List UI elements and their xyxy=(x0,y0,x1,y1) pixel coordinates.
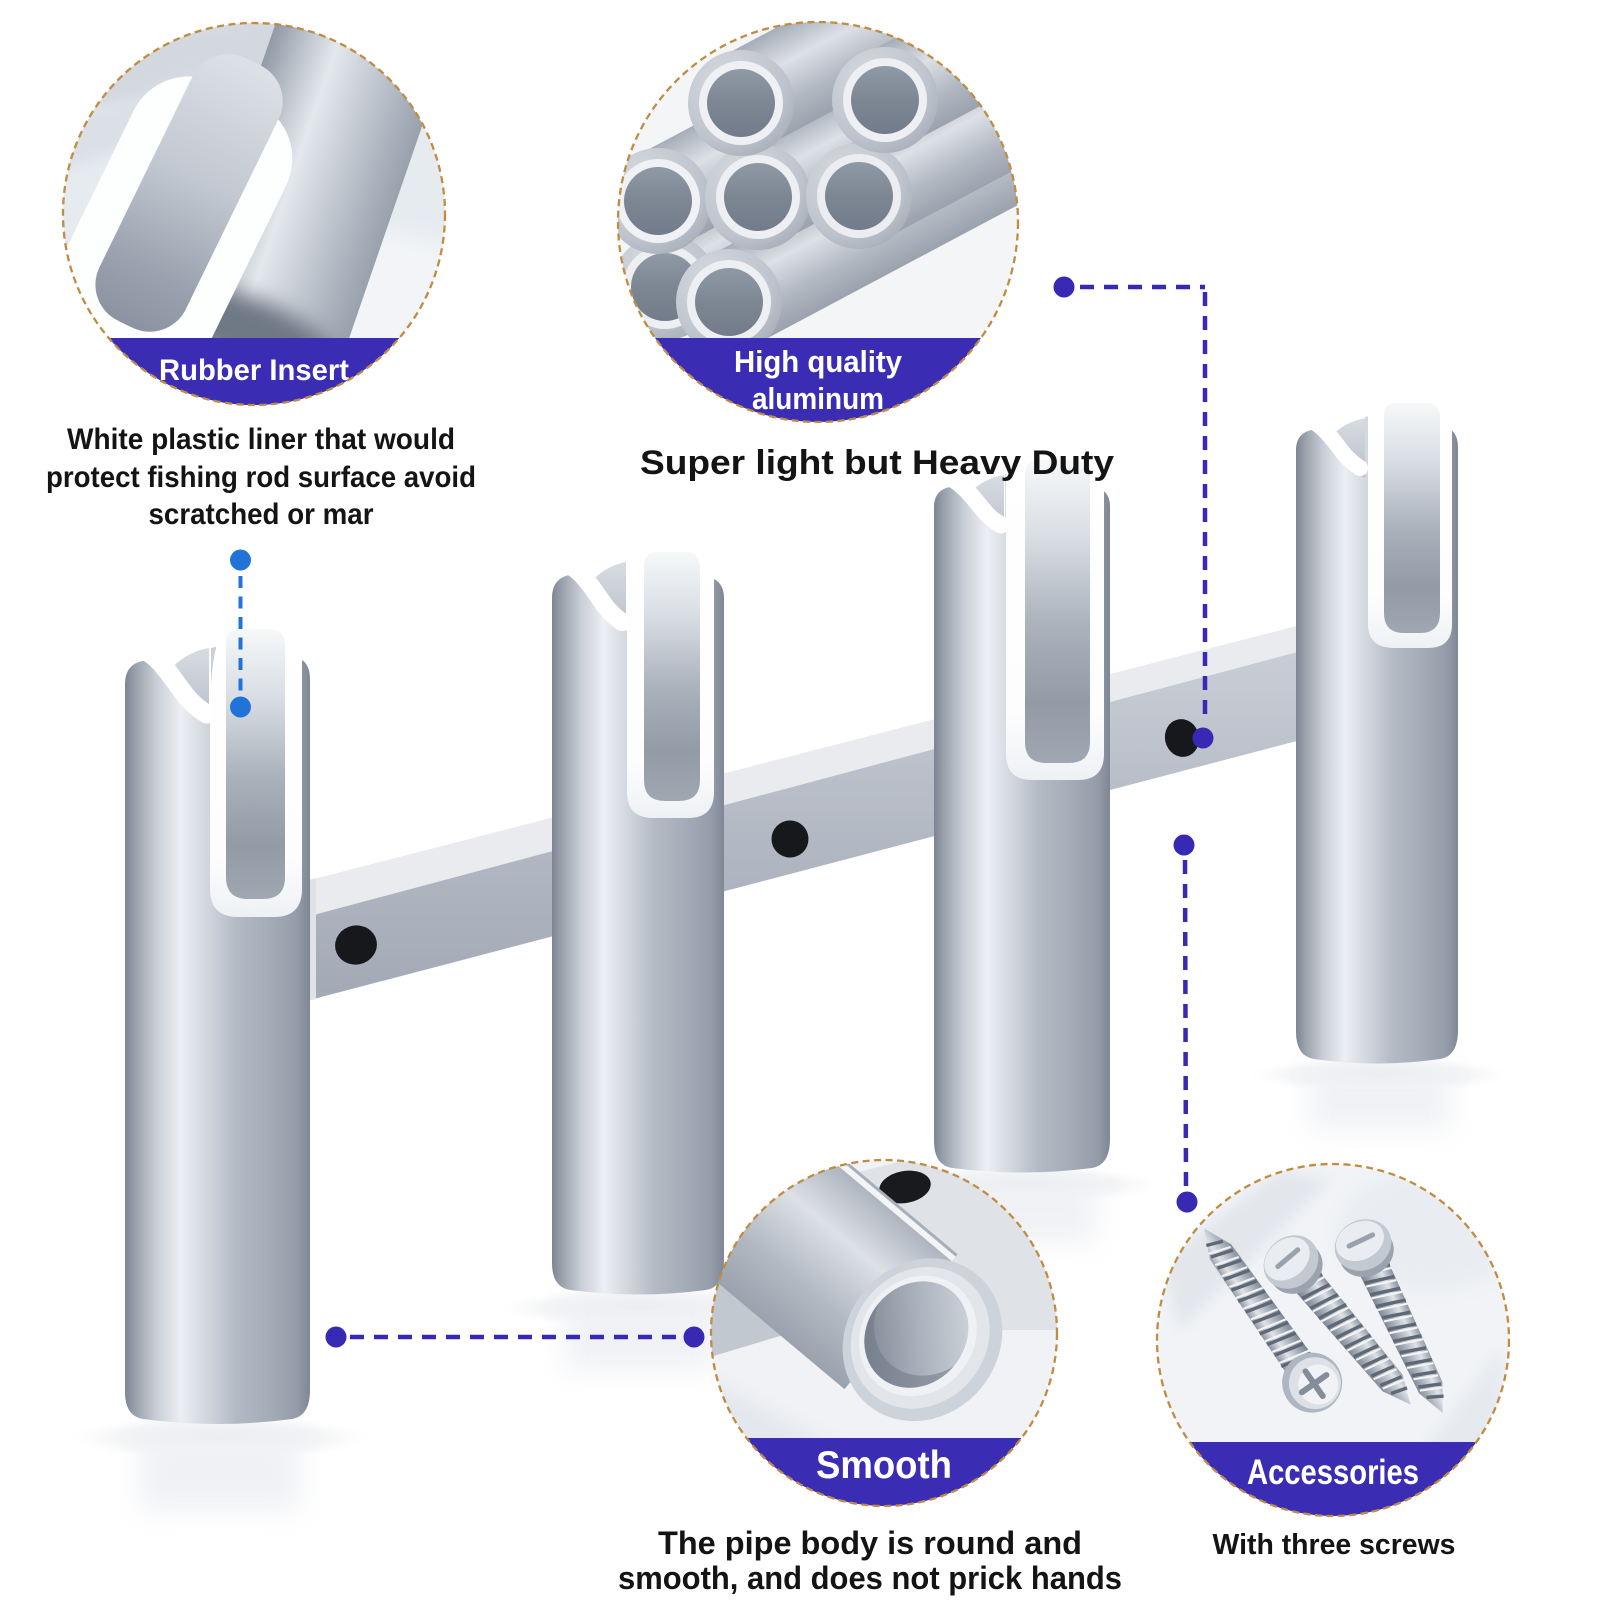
svg-text:Smooth: Smooth xyxy=(816,1444,952,1487)
svg-text:High quality: High quality xyxy=(734,344,903,379)
svg-text:Super light but Heavy Duty: Super light but Heavy Duty xyxy=(640,444,1114,482)
svg-text:scratched or mar: scratched or mar xyxy=(149,498,374,531)
svg-text:The pipe body is round and: The pipe body is round and xyxy=(658,1525,1082,1561)
svg-text:White plastic liner that would: White plastic liner that would xyxy=(67,423,455,456)
svg-text:Accessories: Accessories xyxy=(1247,1453,1419,1492)
svg-text:smooth, and does not prick han: smooth, and does not prick hands xyxy=(618,1560,1122,1596)
svg-text:With three screws: With three screws xyxy=(1213,1529,1456,1561)
svg-text:protect fishing rod surface av: protect fishing rod surface avoid xyxy=(46,461,476,494)
svg-text:aluminum: aluminum xyxy=(752,381,884,416)
svg-text:Rubber Insert: Rubber Insert xyxy=(159,354,349,387)
